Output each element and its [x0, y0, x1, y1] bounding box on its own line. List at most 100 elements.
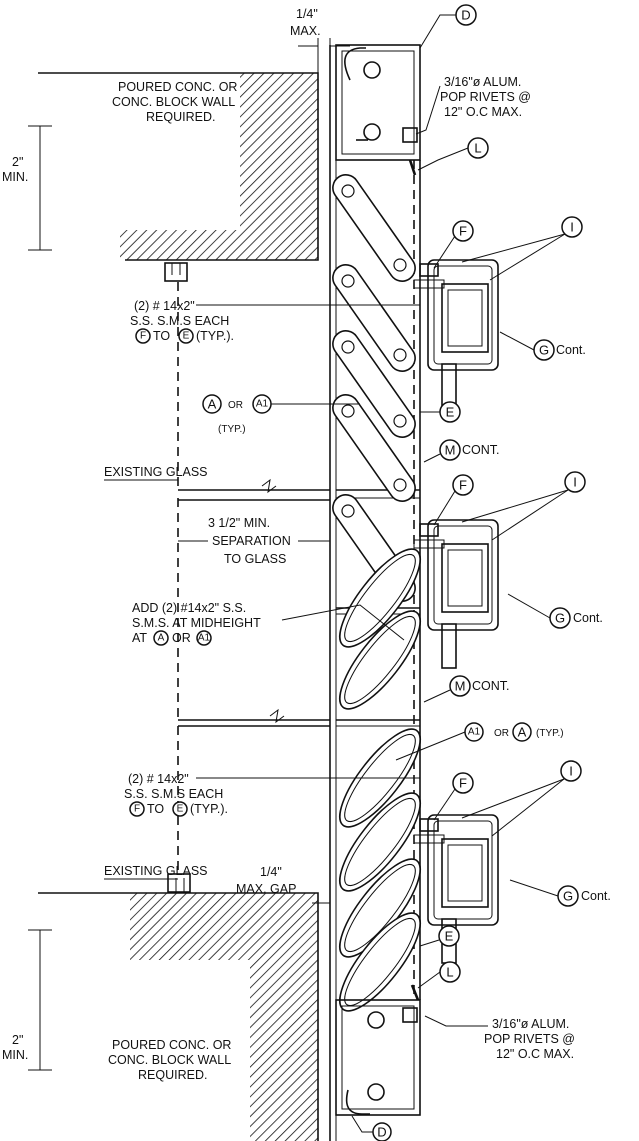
note-rivets-bottom: 3/16"ø ALUM. POP RIVETS @ 12" O.C MAX. [424, 1015, 575, 1061]
note-a-or-a1: A OR A1 (TYP.) [202, 394, 360, 435]
note-screws-top: (2) # 14x2" S.S. S.M.S EACH F TO E (TYP.… [130, 299, 420, 344]
top-wall-dim: 2" MIN. [2, 125, 52, 251]
top-gap-dim: 1/4" MAX. [290, 7, 350, 80]
note-line: CONT. [462, 443, 500, 457]
note-existing-glass-top: EXISTING GLASS [104, 465, 208, 481]
note-line: S.M.S. AT MIDHEIGHT [132, 616, 261, 630]
note-screws-bottom: (2) # 14x2" S.S. S.M.S EACH F TO E (TYP.… [124, 772, 420, 817]
bottom-header-extrusion [335, 984, 421, 1116]
note-line: (2) # 14x2" [128, 772, 189, 786]
callout-label: A [518, 725, 527, 740]
note-a1-or-a: A1 OR A (TYP.) [395, 722, 564, 761]
callout-M-2: M CONT. [423, 675, 510, 703]
note-line: OR [172, 631, 191, 645]
callout-label: A [158, 633, 165, 644]
callout-label: E [177, 804, 184, 815]
note-line: S.S. S.M.S EACH [130, 314, 229, 328]
dim-label: MIN. [2, 1048, 28, 1062]
callout-label: A [208, 397, 217, 412]
callout-label: E [445, 929, 454, 944]
note-line: EXISTING GLASS [104, 864, 208, 878]
dim-value: 2" [12, 155, 23, 169]
note-line: 3 1/2" MIN. [208, 516, 270, 530]
existing-glass-lines [177, 282, 330, 870]
callout-E-1: E [420, 401, 461, 423]
callout-label: F [459, 776, 467, 791]
note-line: (TYP.). [196, 329, 234, 343]
callout-label: E [446, 405, 455, 420]
bottom-gap-dim: 1/4" MAX. GAP [236, 865, 330, 904]
callout-label: D [377, 1125, 386, 1140]
callout-D-bottom: D [351, 1115, 392, 1141]
note-line: TO GLASS [224, 552, 286, 566]
callout-G-2: G Cont. [507, 593, 603, 629]
callout-label: L [446, 965, 453, 980]
callout-label: E [183, 331, 190, 342]
note-line: REQUIRED. [138, 1068, 207, 1082]
note-line: CONT. [472, 679, 510, 693]
note-line: Cont. [573, 611, 603, 625]
callout-I-2: I [461, 471, 586, 541]
note-line: (TYP.) [536, 728, 564, 739]
note-rivets-top: 3/16"ø ALUM. POP RIVETS @ 12" O.C MAX. [415, 75, 531, 135]
dim-label: MAX. GAP [236, 882, 296, 896]
callout-label: F [459, 224, 467, 239]
ovals-lower-group [326, 537, 434, 1023]
callout-label: M [455, 679, 466, 694]
top-concrete-wall [38, 72, 319, 282]
note-line: Cont. [556, 343, 586, 357]
callout-label: L [474, 141, 481, 156]
note-line: EXISTING GLASS [104, 465, 208, 479]
note-line: CONC. BLOCK WALL [112, 95, 235, 109]
callout-F-3: F [433, 772, 474, 821]
callout-label: A1 [198, 633, 211, 644]
note-midheight: ADD (2) #14x2" S.S. S.M.S. AT MIDHEIGHT … [132, 601, 405, 646]
note-line: AT [132, 631, 147, 645]
callout-label: I [570, 220, 574, 235]
callout-label: A1 [256, 399, 269, 410]
top-header-extrusion [335, 44, 421, 176]
callout-I-1: I [461, 216, 583, 281]
callout-M-1: M CONT. [423, 439, 500, 463]
clip-assembly-top [413, 259, 499, 409]
callout-label: F [140, 331, 146, 342]
bottom-wall-dim: 2" MIN. [2, 929, 52, 1071]
callout-label: M [445, 443, 456, 458]
top-wall-note: POURED CONC. OR CONC. BLOCK WALL REQUIRE… [112, 80, 237, 124]
callout-I-3: I [461, 760, 582, 837]
callout-E-2: E [419, 925, 460, 947]
note-line: OR [494, 728, 509, 739]
clip-assembly-middle [413, 519, 499, 669]
note-line: (TYP.). [190, 802, 228, 816]
note-line: SEPARATION [212, 534, 291, 548]
callout-F-1: F [433, 220, 474, 269]
callout-L-top: L [417, 137, 489, 171]
callout-label: G [563, 889, 573, 904]
note-line: POURED CONC. OR [118, 80, 237, 94]
callout-F-2: F [433, 474, 474, 526]
callout-label: F [134, 804, 140, 815]
callout-L-bottom: L [417, 961, 461, 989]
dim-value: 2" [12, 1033, 23, 1047]
dim-value: 1/4" [296, 7, 318, 21]
bottom-concrete-wall [38, 873, 319, 1141]
note-line: POP RIVETS @ [484, 1032, 575, 1046]
note-line: TO [147, 802, 164, 816]
callout-D-top: D [419, 4, 477, 49]
callout-G-3: G Cont. [509, 879, 611, 907]
callout-label: I [569, 764, 573, 779]
callout-label: I [573, 475, 577, 490]
callout-label: F [459, 478, 467, 493]
note-line: OR [228, 400, 243, 411]
callout-label: A1 [468, 727, 481, 738]
slots-upper-group [326, 168, 422, 608]
note-line: 3/16"ø ALUM. [444, 75, 521, 89]
callout-label: G [555, 611, 565, 626]
note-line: POURED CONC. OR [112, 1038, 231, 1052]
note-line: Cont. [581, 889, 611, 903]
note-line: ADD (2) #14x2" S.S. [132, 601, 246, 615]
note-line: (2) # 14x2" [134, 299, 195, 313]
dim-label: MAX. [290, 24, 321, 38]
note-existing-glass-bottom: EXISTING GLASS [104, 864, 208, 880]
